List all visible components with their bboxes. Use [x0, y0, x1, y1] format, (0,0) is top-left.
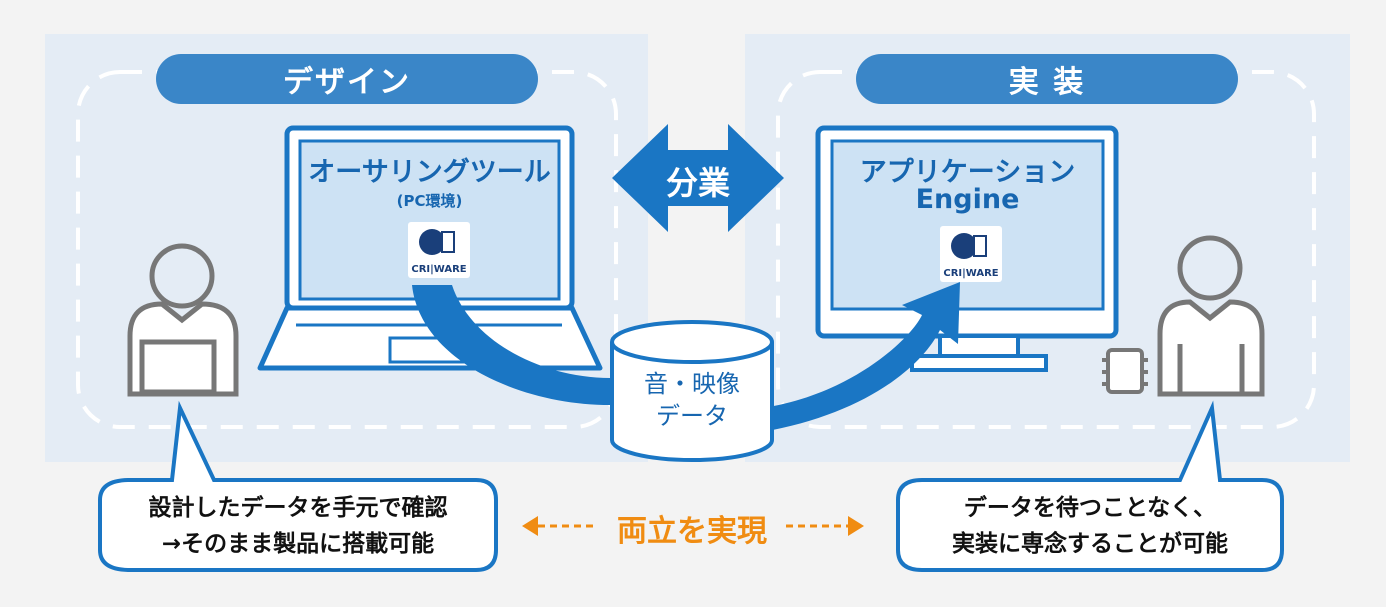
criware-logo-text-left: CRI|WARE: [411, 264, 467, 275]
right-bubble-line2: 実装に専念することが可能: [952, 531, 1228, 557]
data-store-label: 音・映像 データ: [612, 368, 772, 432]
center-message: 両立を実現: [617, 514, 767, 549]
data-store-line2: データ: [656, 402, 728, 430]
curve-arrow-right: [762, 282, 960, 432]
criware-logo-text-right: CRI|WARE: [943, 268, 999, 279]
chip-icon: [1102, 348, 1148, 394]
monitor-icon: [815, 125, 1119, 372]
left-bubble-text: 設計したデータを手元で確認 →そのまま製品に搭載可能: [100, 490, 496, 562]
orange-double-arrow: [522, 516, 864, 536]
designer-person-icon: [127, 243, 239, 397]
engine-title-line1: アプリケーション: [859, 157, 1076, 188]
design-title-pill: デザイン: [156, 54, 538, 104]
data-store-line1: 音・映像: [644, 370, 740, 398]
left-bubble-line1: 設計したデータを手元で確認: [148, 495, 448, 521]
implementation-title-pill: 実 装: [856, 54, 1238, 104]
division-arrow: [612, 124, 784, 232]
right-bubble-text: データを待つことなく、 実装に専念することが可能: [898, 490, 1282, 562]
implementation-title: 実 装: [1008, 65, 1086, 100]
left-speech-bubble: [98, 400, 498, 572]
criware-logo-left: CRI|WARE: [408, 222, 470, 278]
criware-logo-right: CRI|WARE: [940, 226, 1002, 282]
left-bubble-line2: →そのまま製品に搭載可能: [161, 531, 435, 557]
data-cylinder: [610, 320, 774, 462]
right-speech-bubble: [896, 400, 1284, 572]
developer-person-icon: [1157, 235, 1265, 397]
design-title: デザイン: [283, 65, 411, 100]
authoring-tool-title: オーサリングツール: [308, 157, 551, 188]
engine-title-line2: Engine: [915, 184, 1020, 215]
division-label: 分業: [665, 164, 730, 202]
curve-arrow-left: [412, 285, 610, 405]
authoring-tool-subtitle: (PC環境): [396, 192, 463, 210]
right-bubble-line1: データを待つことなく、: [963, 495, 1217, 521]
